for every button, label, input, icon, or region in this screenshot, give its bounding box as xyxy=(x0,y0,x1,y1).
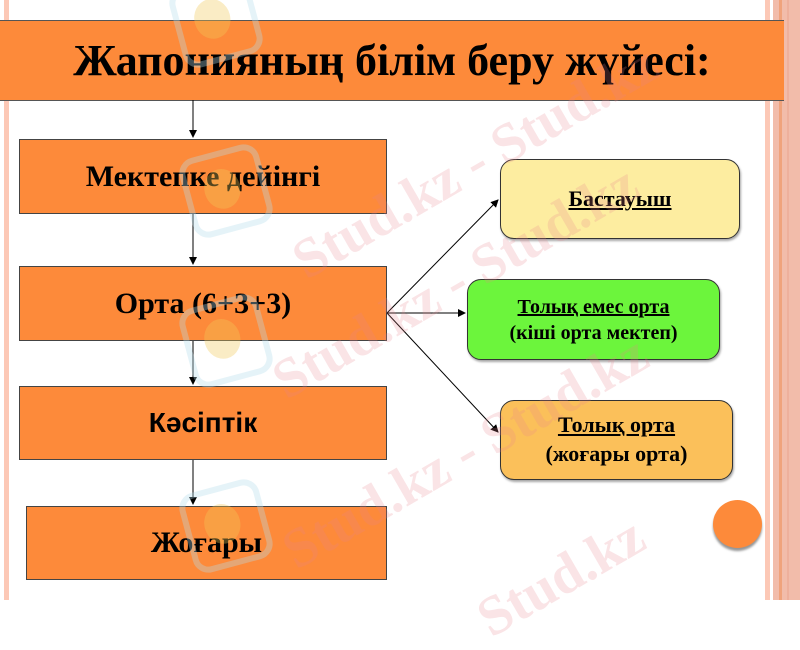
right-border-stripe-1 xyxy=(765,0,770,600)
branch-upper-secondary-line2: (жоғары орта) xyxy=(545,441,688,466)
box-secondary: Орта (6+3+3) xyxy=(19,266,387,341)
right-border-stripe-3 xyxy=(779,0,782,600)
left-border-stripe xyxy=(4,0,9,600)
box-higher-label: Жоғары xyxy=(150,526,263,559)
slide-title: Жапонияның білім беру жүйесі: xyxy=(73,36,711,85)
arrow-to-upper-secondary xyxy=(386,312,499,433)
box-secondary-label: Орта (6+3+3) xyxy=(114,286,292,320)
branch-upper-secondary: Толық орта (жоғары орта) xyxy=(500,400,733,480)
box-vocational-label: Кәсіптік xyxy=(148,407,258,438)
box-vocational: Кәсіптік xyxy=(19,386,387,460)
title-bar: Жапонияның білім беру жүйесі: xyxy=(0,20,784,101)
arrow-to-primary xyxy=(386,199,499,314)
right-border-stripe-4 xyxy=(787,0,789,600)
box-higher: Жоғары xyxy=(26,506,387,580)
branch-lower-secondary-line2: (кіші орта мектеп) xyxy=(509,321,678,344)
branch-lower-secondary: Толық емес орта (кіші орта мектеп) xyxy=(467,279,720,360)
decorative-circle xyxy=(713,500,762,548)
branch-upper-secondary-line1: Толық орта xyxy=(557,412,676,438)
branch-lower-secondary-line1: Толық емес орта xyxy=(517,295,670,318)
box-preschool: Мектепке дейінгі xyxy=(19,139,387,214)
box-preschool-label: Мектепке дейінгі xyxy=(85,159,321,193)
branch-primary: Бастауыш xyxy=(500,159,740,239)
branch-primary-label: Бастауыш xyxy=(568,186,672,211)
connector-arrows xyxy=(189,100,499,505)
